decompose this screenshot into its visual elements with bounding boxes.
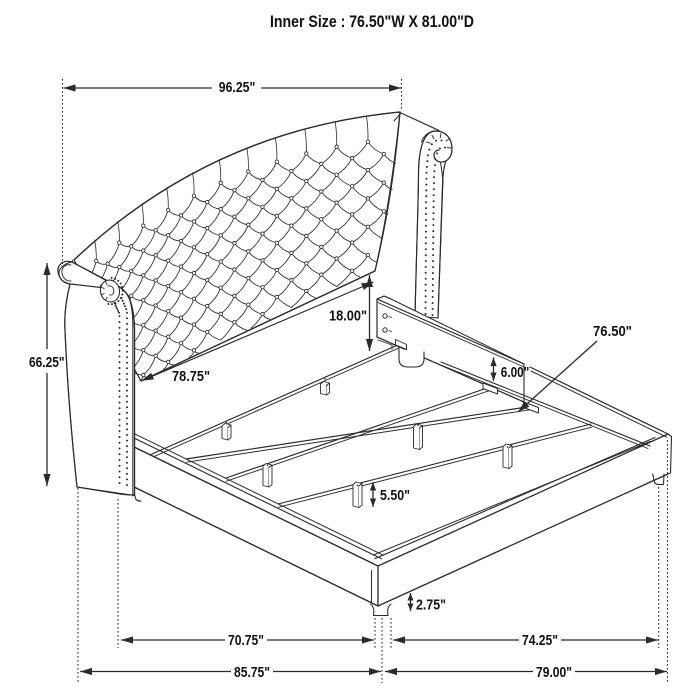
svg-text:66.25": 66.25": [29, 355, 65, 371]
svg-text:85.75": 85.75": [234, 665, 270, 681]
svg-text:70.75": 70.75": [228, 633, 264, 649]
svg-text:5.50": 5.50": [380, 488, 410, 504]
svg-text:18.00": 18.00": [329, 309, 367, 325]
svg-text:79.00": 79.00": [536, 665, 572, 681]
svg-text:76.50": 76.50": [593, 324, 632, 340]
svg-text:6.00": 6.00": [501, 365, 530, 381]
svg-text:74.25": 74.25": [522, 633, 558, 649]
svg-text:96.25": 96.25": [219, 80, 256, 96]
svg-text:Inner Size : 76.50"W X 81.00"D: Inner Size : 76.50"W X 81.00"D: [270, 12, 474, 31]
svg-text:78.75": 78.75": [172, 369, 210, 385]
svg-text:2.75": 2.75": [416, 598, 446, 614]
